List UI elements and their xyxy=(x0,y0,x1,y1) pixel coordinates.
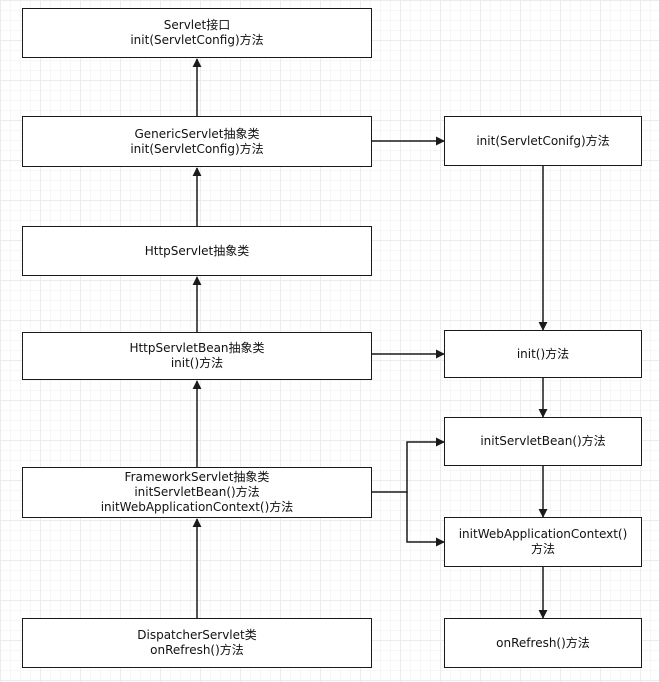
node-init-web-application-context: initWebApplicationContext() 方法 xyxy=(444,517,642,567)
node-line: init(ServletConifg)方法 xyxy=(476,133,610,148)
node-line: Servlet接口 xyxy=(163,18,231,32)
arrow-framework-to-init-wac xyxy=(406,492,445,547)
node-line: HttpServletBean抽象类 xyxy=(129,341,265,355)
node-http-servlet: HttpServlet抽象类 xyxy=(22,226,372,276)
arrow-framework-to-init-bean xyxy=(372,437,445,493)
node-line: HttpServlet抽象类 xyxy=(144,243,250,258)
node-line: initServletBean()方法 xyxy=(134,485,260,499)
node-http-servlet-bean: HttpServletBean抽象类 init()方法 xyxy=(22,332,372,380)
node-line: init(ServletConfig)方法 xyxy=(130,141,264,156)
node-servlet-interface: Servlet接口 init(ServletConfig)方法 xyxy=(22,8,372,58)
node-line: initServletBean()方法 xyxy=(480,434,606,448)
node-init: init()方法 xyxy=(444,330,642,378)
node-line: initWebApplicationContext()方法 xyxy=(100,500,294,514)
node-line: onRefresh()方法 xyxy=(496,635,590,650)
node-dispatcher-servlet: DispatcherServlet类 onRefresh()方法 xyxy=(22,618,372,668)
node-line: initWebApplicationContext() xyxy=(458,527,628,541)
node-line: DispatcherServlet类 xyxy=(137,628,257,642)
node-line: init(ServletConfig)方法 xyxy=(130,33,264,47)
node-line: GenericServlet抽象类 xyxy=(134,126,260,141)
node-line: FrameworkServlet抽象类 xyxy=(124,470,270,484)
node-init-servlet-bean: initServletBean()方法 xyxy=(444,417,642,466)
node-init-servlet-config: init(ServletConifg)方法 xyxy=(444,116,642,166)
node-line: onRefresh()方法 xyxy=(150,643,244,657)
node-on-refresh: onRefresh()方法 xyxy=(444,618,642,668)
node-line: init()方法 xyxy=(516,346,570,361)
node-line: 方法 xyxy=(530,542,555,556)
node-generic-servlet: GenericServlet抽象类 init(ServletConfig)方法 xyxy=(22,116,372,167)
node-framework-servlet: FrameworkServlet抽象类 initServletBean()方法 … xyxy=(22,467,372,518)
node-line: init()方法 xyxy=(170,356,224,370)
